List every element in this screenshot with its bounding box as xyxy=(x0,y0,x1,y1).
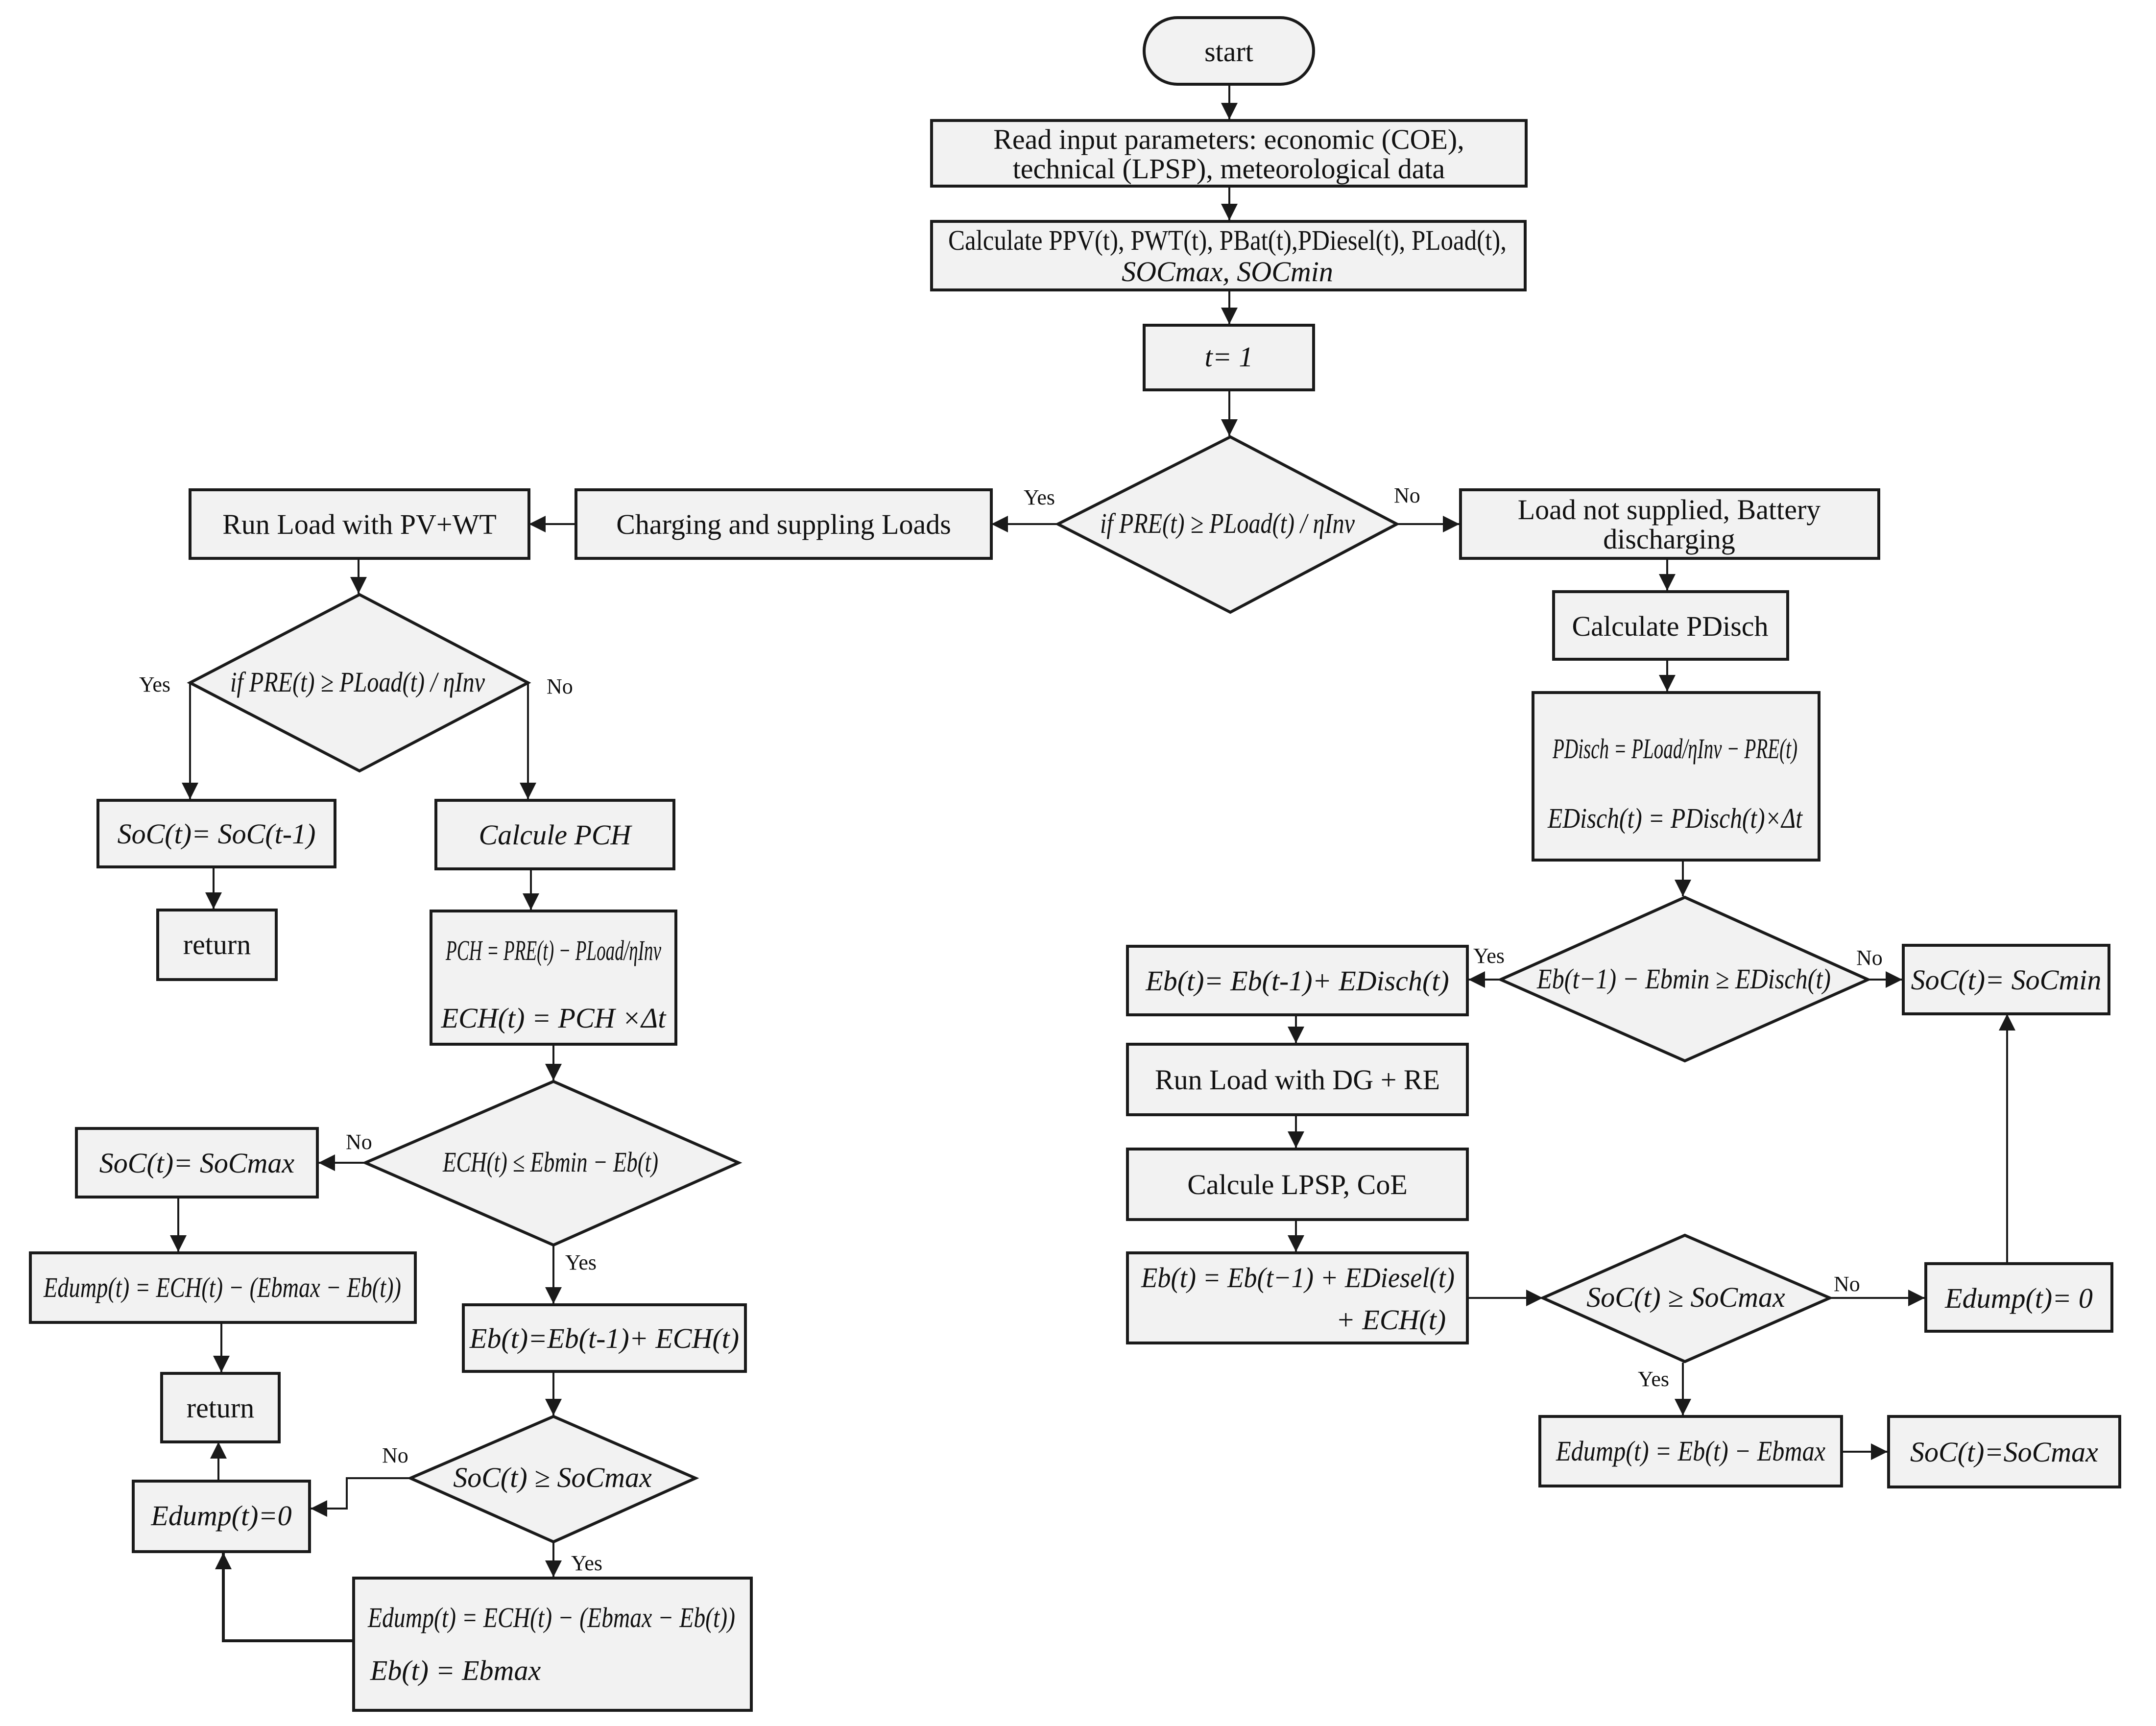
not-supplied-line2: discharging xyxy=(1603,523,1735,555)
eb-diesel-line2: + ECH(t) xyxy=(1336,1304,1446,1336)
node-charging: Charging and suppling Loads xyxy=(575,488,993,560)
eb-disch-label: Eb(t)= Eb(t-1)+ EDisch(t) xyxy=(1145,965,1449,997)
decision-soc-left: SoC(t) ≥ SoCmax xyxy=(407,1414,699,1544)
node-eb-disch: Eb(t)= Eb(t-1)+ EDisch(t) xyxy=(1126,945,1469,1016)
node-eb-update-left: Eb(t)=Eb(t-1)+ ECH(t) xyxy=(462,1303,747,1373)
decision-disch: Eb(t−1) − Ebmin ≥ EDisch(t) xyxy=(1497,895,1872,1063)
node-eb-diesel: Eb(t) = Eb(t−1) + EDiesel(t) + ECH(t) xyxy=(1126,1251,1469,1344)
eb-update-left-label: Eb(t)=Eb(t-1)+ ECH(t) xyxy=(469,1322,739,1354)
edges xyxy=(170,84,2015,1642)
node-run-pvwt: Run Load with PV+WT xyxy=(189,488,530,560)
edump-left-label: Edump(t) = ECH(t) − (Ebmax − Eb(t)) xyxy=(43,1271,401,1303)
node-soc-max-right: SoC(t)=SoCmax xyxy=(1887,1415,2121,1488)
label-main-no: No xyxy=(1394,483,1420,507)
calculate-pdisch-label: Calculate PDisch xyxy=(1572,610,1768,642)
calculate-powers-line2: SOCmax, SOCmin xyxy=(1122,256,1333,288)
decision-left-label: if PRE(t) ≥ PLoad(t) / ηInv xyxy=(230,666,485,698)
node-calculate-powers: Calculate PPV(t), PWT(t), PBat(t),PDiese… xyxy=(930,220,1527,291)
decision-ech: ECH(t) ≤ Ebmin − Eb(t) xyxy=(361,1079,743,1247)
node-start: start xyxy=(1143,16,1315,86)
label-decsocr-no: No xyxy=(1834,1272,1860,1296)
label-decdisch-no: No xyxy=(1856,946,1883,970)
soc-min-label: SoC(t)= SoCmin xyxy=(1911,964,2102,996)
soc-max-left-label: SoC(t)= SoCmax xyxy=(99,1147,295,1179)
pch-eq-line2: ECH(t) = PCH ×Δt xyxy=(441,1002,667,1034)
node-return-1: return xyxy=(156,909,278,981)
node-pdisch-equations: PDisch = PLoad/ηInv − PRE(t) EDisch(t) =… xyxy=(1532,691,1821,862)
node-edump-zero-right: Edump(t)= 0 xyxy=(1924,1262,2113,1333)
node-edump-left: Edump(t) = ECH(t) − (Ebmax − Eb(t)) xyxy=(29,1251,417,1324)
label-decleft-yes: Yes xyxy=(139,672,170,696)
node-final-equations: Edump(t) = ECH(t) − (Ebmax − Eb(t)) Eb(t… xyxy=(352,1577,753,1712)
calculate-powers-line1: Calculate PPV(t), PWT(t), PBat(t),PDiese… xyxy=(948,224,1507,256)
node-calcule-lpsp: Calcule LPSP, CoE xyxy=(1126,1148,1469,1221)
run-dg-label: Run Load with DG + RE xyxy=(1155,1064,1440,1096)
return-1-label: return xyxy=(183,929,251,960)
decision-main: if PRE(t) ≥ PLoad(t) / ηInv xyxy=(1054,435,1400,614)
soc-max-right-label: SoC(t)=SoCmax xyxy=(1910,1436,2098,1468)
node-soc-max-left: SoC(t)= SoCmax xyxy=(75,1127,319,1199)
node-calculate-pdisch: Calculate PDisch xyxy=(1552,590,1789,661)
label-dech-yes: Yes xyxy=(565,1250,597,1274)
read-input-line2: technical (LPSP), meteorological data xyxy=(1013,153,1445,185)
node-run-dg: Run Load with DG + RE xyxy=(1126,1043,1469,1116)
calcule-pch-label: Calcule PCH xyxy=(479,819,633,851)
node-edump-right: Edump(t) = Eb(t) − Ebmax xyxy=(1538,1415,1843,1487)
run-pvwt-label: Run Load with PV+WT xyxy=(222,508,497,540)
node-calcule-pch: Calcule PCH xyxy=(434,799,675,870)
node-soc-prev: SoC(t)= SoC(t-1) xyxy=(96,799,336,868)
decision-soc-right: SoC(t) ≥ SoCmax xyxy=(1539,1233,1834,1364)
eb-diesel-line1: Eb(t) = Eb(t−1) + EDiesel(t) xyxy=(1141,1262,1455,1294)
label-dech-no: No xyxy=(346,1130,372,1154)
final-eq-line2: Eb(t) = Ebmax xyxy=(370,1654,541,1686)
not-supplied-line1: Load not supplied, Battery xyxy=(1518,494,1821,526)
charging-label: Charging and suppling Loads xyxy=(616,508,951,540)
node-soc-min: SoC(t)= SoCmin xyxy=(1902,944,2110,1015)
edump-right-label: Edump(t) = Eb(t) − Ebmax xyxy=(1556,1435,1825,1467)
final-eq-line1: Edump(t) = ECH(t) − (Ebmax − Eb(t)) xyxy=(367,1602,735,1633)
decision-ech-label: ECH(t) ≤ Ebmin − Eb(t) xyxy=(442,1146,658,1178)
label-decleft-no: No xyxy=(547,674,573,698)
soc-prev-label: SoC(t)= SoC(t-1) xyxy=(118,818,316,850)
node-read-input: Read input parameters: economic (COE), t… xyxy=(930,119,1528,188)
edump-zero-right-label: Edump(t)= 0 xyxy=(1944,1282,2093,1314)
read-input-line1: Read input parameters: economic (COE), xyxy=(993,123,1464,155)
return-2-label: return xyxy=(187,1392,255,1424)
edge-decsoc-no xyxy=(311,1477,410,1517)
node-pch-equations: PCH = PRE(t) − PLoad/ηInv ECH(t) = PCH ×… xyxy=(430,910,677,1046)
decision-left: if PRE(t) ≥ PLoad(t) / ηInv xyxy=(187,593,531,773)
pch-eq-line1: PCH = PRE(t) − PLoad/ηInv xyxy=(445,935,661,966)
decision-disch-label: Eb(t−1) − Ebmin ≥ EDisch(t) xyxy=(1536,963,1831,995)
edge-final-edumpzero xyxy=(215,1553,353,1642)
label-main-yes: Yes xyxy=(1024,485,1055,509)
edge-labels: Yes No Yes No No Yes No Yes Yes No No Ye… xyxy=(139,483,1883,1575)
edump-zero-left-label: Edump(t)=0 xyxy=(150,1500,291,1532)
node-edump-zero-left: Edump(t)=0 xyxy=(132,1480,311,1553)
start-label: start xyxy=(1204,36,1253,68)
t-init-label: t= 1 xyxy=(1205,341,1253,373)
calcule-lpsp-label: Calcule LPSP, CoE xyxy=(1187,1169,1408,1200)
label-decsoc-no: No xyxy=(382,1443,408,1467)
decision-soc-right-label: SoC(t) ≥ SoCmax xyxy=(1586,1281,1785,1313)
decision-main-label: if PRE(t) ≥ PLoad(t) / ηInv xyxy=(1100,507,1355,539)
node-t-init: t= 1 xyxy=(1143,324,1315,391)
node-not-supplied: Load not supplied, Battery discharging xyxy=(1459,488,1880,560)
pdisch-eq-line1: PDisch = PLoad/ηInv − PRE(t) xyxy=(1552,733,1797,765)
label-decsoc-yes: Yes xyxy=(571,1551,602,1575)
pdisch-eq-line2: EDisch(t) = PDisch(t)×Δt xyxy=(1547,802,1803,834)
label-decdisch-yes: Yes xyxy=(1473,944,1505,968)
node-return-2: return xyxy=(160,1372,281,1443)
decision-soc-left-label: SoC(t) ≥ SoCmax xyxy=(453,1462,652,1493)
label-decsocr-yes: Yes xyxy=(1638,1367,1669,1391)
